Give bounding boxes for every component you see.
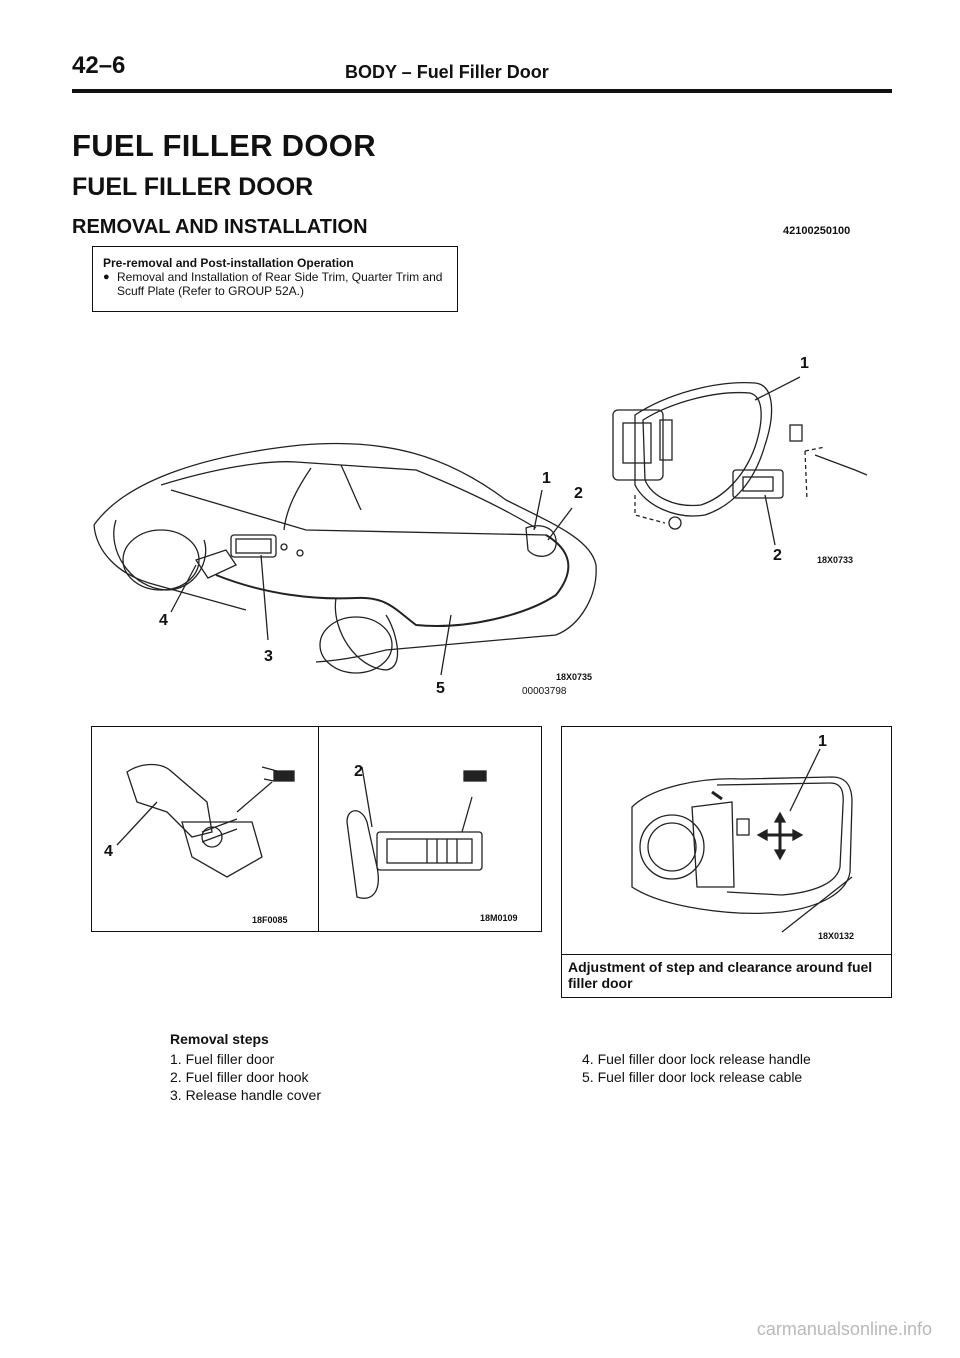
detail-callout-1: 1 xyxy=(800,355,809,372)
subsection-title: FUEL FILLER DOOR xyxy=(72,173,314,201)
door-adjustment-figure: 1 18X0132 xyxy=(561,726,892,955)
removal-steps-title: Removal steps xyxy=(170,1031,269,1047)
car-illustration: 1 2 3 4 5 18X0735 00003798 xyxy=(86,350,626,705)
figure-code-secondary: 00003798 xyxy=(522,686,567,697)
detail-figure-code: 18X0733 xyxy=(817,555,854,565)
latch-callout-2: 2 xyxy=(354,763,363,780)
section-title: FUEL FILLER DOOR xyxy=(72,128,376,163)
hook-and-latch-drawing xyxy=(116,763,487,899)
callout-2: 2 xyxy=(574,485,583,502)
removal-steps-right: 4. Fuel filler door lock release handle … xyxy=(582,1050,811,1086)
fuel-door-detail-drawing xyxy=(612,376,868,546)
pre-removal-note-box: Pre-removal and Post-installation Operat… xyxy=(92,246,458,312)
watermark: carmanualsonline.info xyxy=(756,1319,932,1339)
figure-divider xyxy=(318,727,319,931)
header-title: BODY – Fuel Filler Door xyxy=(345,62,549,82)
removal-step-2: 2. Fuel filler door hook xyxy=(170,1069,309,1085)
page-number: 42–6 xyxy=(72,52,126,79)
callout-1: 1 xyxy=(542,470,551,487)
removal-step-4: 4. Fuel filler door lock release handle xyxy=(582,1051,811,1067)
note-bullet-line: ● Removal and Installation of Rear Side … xyxy=(103,270,447,298)
hook-callout-4: 4 xyxy=(104,843,113,860)
note-title: Pre-removal and Post-installation Operat… xyxy=(103,256,354,270)
removal-steps-left: 1. Fuel filler door 2. Fuel filler door … xyxy=(170,1050,321,1104)
figure-code: 18X0735 xyxy=(556,672,593,682)
bullet-icon: ● xyxy=(103,271,110,283)
detail-callout-2: 2 xyxy=(773,547,782,564)
removal-step-1: 1. Fuel filler door xyxy=(170,1051,275,1067)
removal-step-5: 5. Fuel filler door lock release cable xyxy=(582,1069,803,1085)
callout-3: 3 xyxy=(264,648,273,665)
callout-4: 4 xyxy=(159,612,168,629)
car-drawing xyxy=(93,442,597,676)
hook-and-latch-figure: 4 18F0085 2 18M0109 xyxy=(91,726,542,932)
removal-step-3: 3. Release handle cover xyxy=(170,1087,321,1103)
latch-figure-code: 18M0109 xyxy=(480,913,518,923)
procedure-title: REMOVAL AND INSTALLATION xyxy=(72,216,368,238)
door-figure-code: 18X0132 xyxy=(818,931,855,941)
callout-5: 5 xyxy=(436,680,445,697)
document-code: 42100250100 xyxy=(783,225,851,237)
header-rule xyxy=(72,89,892,93)
door-adjustment-drawing xyxy=(631,748,853,933)
note-bullet-text: Removal and Installation of Rear Side Tr… xyxy=(117,270,443,298)
hook-figure-code: 18F0085 xyxy=(252,915,288,925)
door-adjustment-caption: Adjustment of step and clearance around … xyxy=(561,954,892,998)
door-callout-1: 1 xyxy=(818,733,827,750)
fuel-door-detail-illustration: 1 2 18X0733 xyxy=(605,355,895,575)
